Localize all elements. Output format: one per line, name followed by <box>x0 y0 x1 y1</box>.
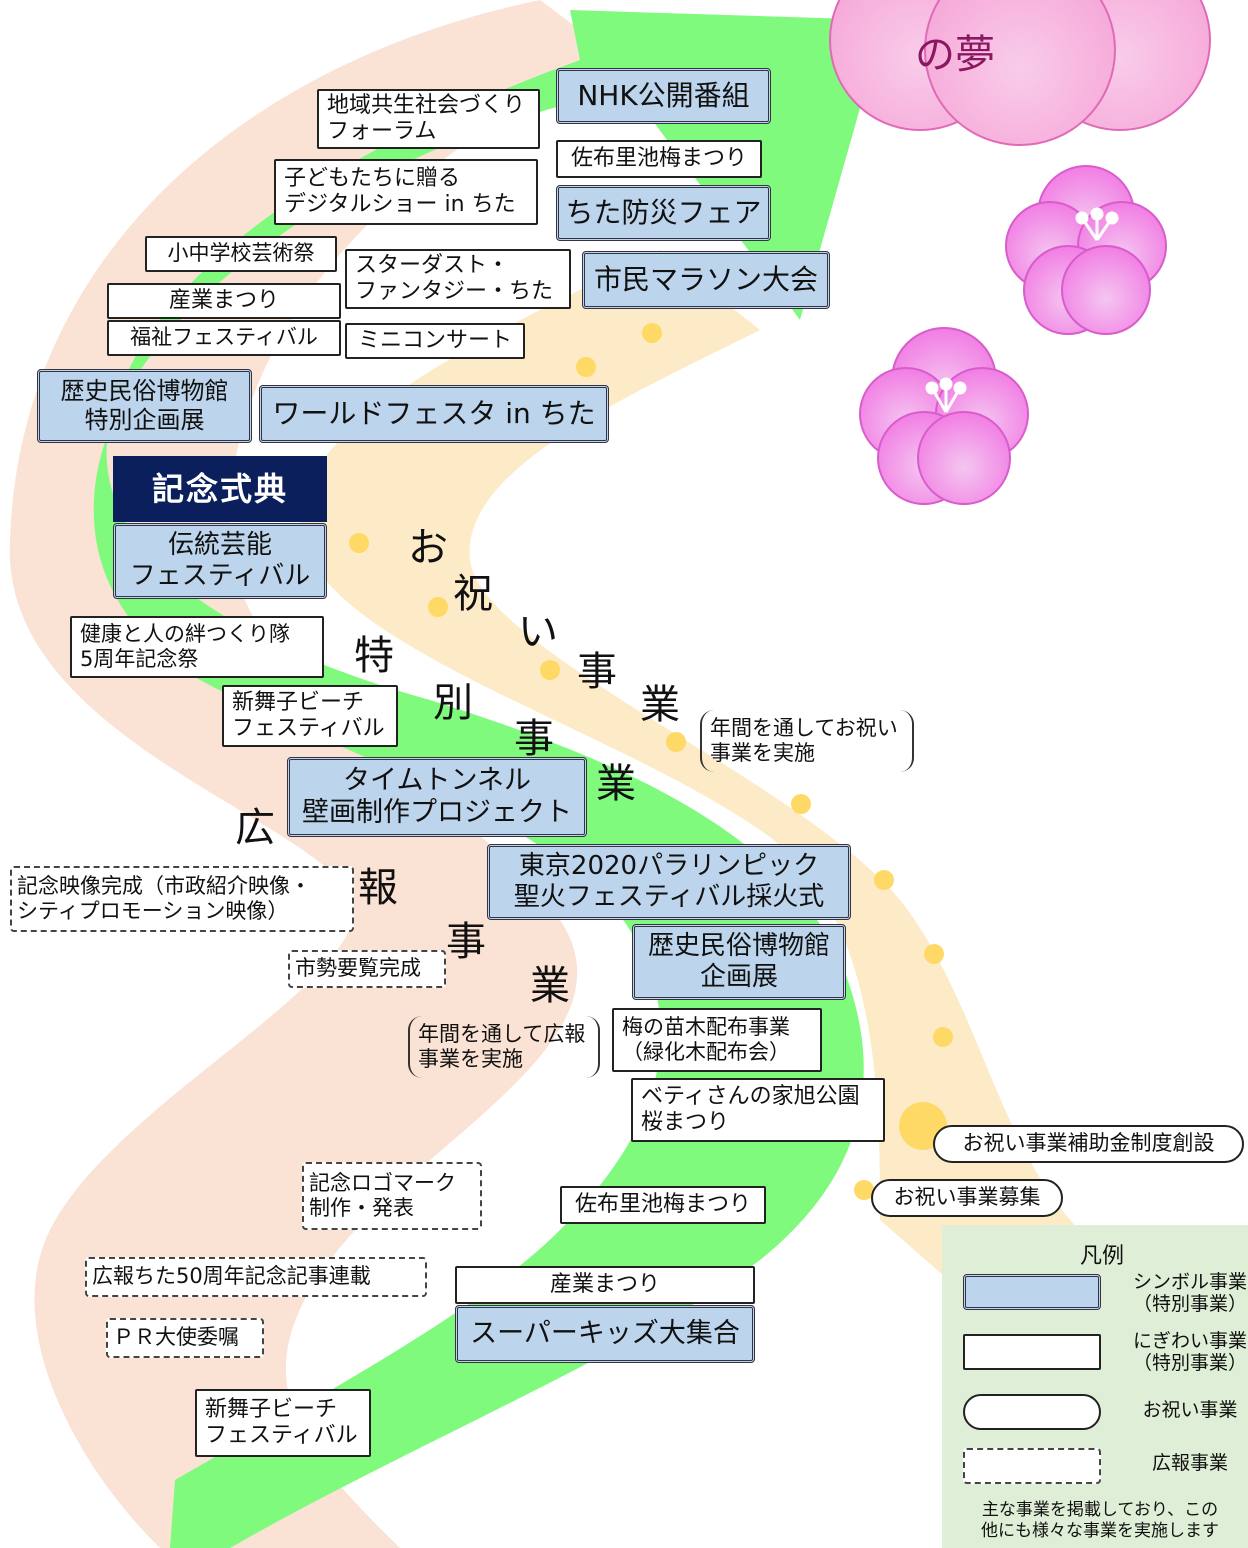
special-char-4: 業 <box>596 761 636 807</box>
publicity-char-2: 報 <box>358 865 398 911</box>
publicity-char-4: 業 <box>530 963 570 1009</box>
legend-note: 主な事業を掲載しており、この 他にも様々な事業を実施します <box>981 1500 1219 1542</box>
dot-3 <box>349 533 369 553</box>
event-sori-ume-festival-2: 佐布里池梅まつり <box>560 1186 766 1224</box>
event-subsidy-system: お祝い事業補助金制度創設 <box>933 1125 1244 1163</box>
event-marathon: 市民マラソン大会 <box>582 251 830 309</box>
event-sangyo-festival-1: 産業まつり <box>107 283 341 319</box>
event-bousai-fair: ちた防災フェア <box>556 185 771 241</box>
event-mini-concert: ミニコンサート <box>345 323 525 359</box>
dot-6 <box>666 732 686 752</box>
legend-swatch-nigiwai <box>963 1334 1101 1370</box>
event-digital-show: 子どもたちに贈る デジタルショー in ちた <box>274 159 538 225</box>
big-flower <box>829 0 1211 146</box>
dot-10 <box>933 1027 953 1047</box>
dot-9 <box>924 944 944 964</box>
dot-12 <box>854 1180 874 1200</box>
event-city-overview: 市勢要覧完成 <box>288 950 446 988</box>
plum-stamen-1 <box>1075 207 1119 241</box>
event-maiko-beach-2: 新舞子ビーチ フェスティバル <box>195 1389 371 1457</box>
event-ume-sapling: 梅の苗木配布事業 （緑化木配布会） <box>612 1008 822 1072</box>
event-time-tunnel-mural: タイムトンネル 壁画制作プロジェクト <box>287 757 587 837</box>
event-koho-chita-series: 広報ちた50周年記念記事連載 <box>85 1257 427 1297</box>
celebration-char-4: 事 <box>577 649 617 695</box>
legend-swatch-symbol <box>963 1274 1101 1310</box>
legend-swatch-celebration <box>963 1394 1101 1430</box>
event-paralympic-flame: 東京2020パラリンピック 聖火フェスティバル採火式 <box>487 844 851 920</box>
legend-title: 凡例 <box>1080 1244 1125 1269</box>
event-nhk-program: NHK公開番組 <box>556 68 771 124</box>
event-logo-mark: 記念ロゴマーク 制作・発表 <box>302 1162 482 1230</box>
event-commemoration-ceremony: 記念式典 <box>113 456 327 522</box>
publicity-char-3: 事 <box>446 919 486 965</box>
event-stardust-fantasy: スターダスト・ ファンタジー・ちた <box>345 249 571 309</box>
event-world-festa: ワールドフェスタ in ちた <box>259 385 609 443</box>
legend-swatch-publicity <box>963 1448 1101 1484</box>
event-super-kids: スーパーキッズ大集合 <box>455 1305 755 1363</box>
special-char-2: 別 <box>433 680 473 726</box>
celebration-band <box>300 250 1090 1290</box>
event-school-art-festival: 小中学校芸術祭 <box>145 236 337 272</box>
event-celebration-recruitment: お祝い事業募集 <box>871 1179 1063 1217</box>
celebration-char-2: 祝 <box>453 571 493 617</box>
dot-1 <box>642 323 662 343</box>
event-history-museum-special: 歴史民俗博物館 特別企画展 <box>37 369 252 443</box>
plum-stamen-2 <box>925 377 967 413</box>
event-history-museum-exhibit: 歴史民俗博物館 企画展 <box>632 924 846 1000</box>
plum-flower-2 <box>859 327 1029 505</box>
celebration-char-5: 業 <box>640 682 680 728</box>
celebration-char-3: い <box>518 609 558 655</box>
celebration-char-1: お <box>408 525 448 571</box>
legend-label-celebration: お祝い事業 <box>1142 1399 1238 1421</box>
event-traditional-arts-festival: 伝統芸能 フェスティバル <box>113 523 327 599</box>
plum-flower-1 <box>1005 165 1167 335</box>
event-welfare-festival: 福祉フェスティバル <box>107 320 341 356</box>
publicity-char-1: 広 <box>235 805 275 851</box>
note-publicity-yearround: 年間を通して広報 事業を実施 <box>408 1016 600 1078</box>
legend-label-symbol: シンボル事業 （特別事業） <box>1132 1271 1247 1315</box>
legend-label-nigiwai: にぎわい事業 （特別事業） <box>1132 1330 1247 1374</box>
event-betty-sakura: ベティさんの家旭公園 桜まつり <box>631 1078 885 1142</box>
note-celebration-yearround: 年間を通してお祝い 事業を実施 <box>700 710 914 772</box>
special-char-1: 特 <box>354 633 394 679</box>
event-sori-ume-festival-1: 佐布里池梅まつり <box>556 140 762 178</box>
event-health-kizuna: 健康と人の絆つくり隊 5周年記念祭 <box>70 616 324 678</box>
legend-label-publicity: 広報事業 <box>1151 1452 1228 1474</box>
event-sangyo-festival-2: 産業まつり <box>455 1266 755 1304</box>
dot-2 <box>576 357 596 377</box>
event-chiiki-forum: 地域共生社会づくり フォーラム <box>317 89 540 149</box>
event-commemorative-video: 記念映像完成（市政紹介映像・ シティプロモーション映像） <box>10 866 354 932</box>
dot-4 <box>428 597 448 617</box>
event-pr-ambassador: ＰＲ大使委嘱 <box>106 1318 264 1358</box>
dot-5 <box>540 660 560 680</box>
dot-8 <box>874 870 894 890</box>
dot-7 <box>791 794 811 814</box>
event-maiko-beach-1: 新舞子ビーチ フェスティバル <box>222 685 398 747</box>
dream-text: の夢 <box>915 32 995 78</box>
special-char-3: 事 <box>514 716 554 762</box>
